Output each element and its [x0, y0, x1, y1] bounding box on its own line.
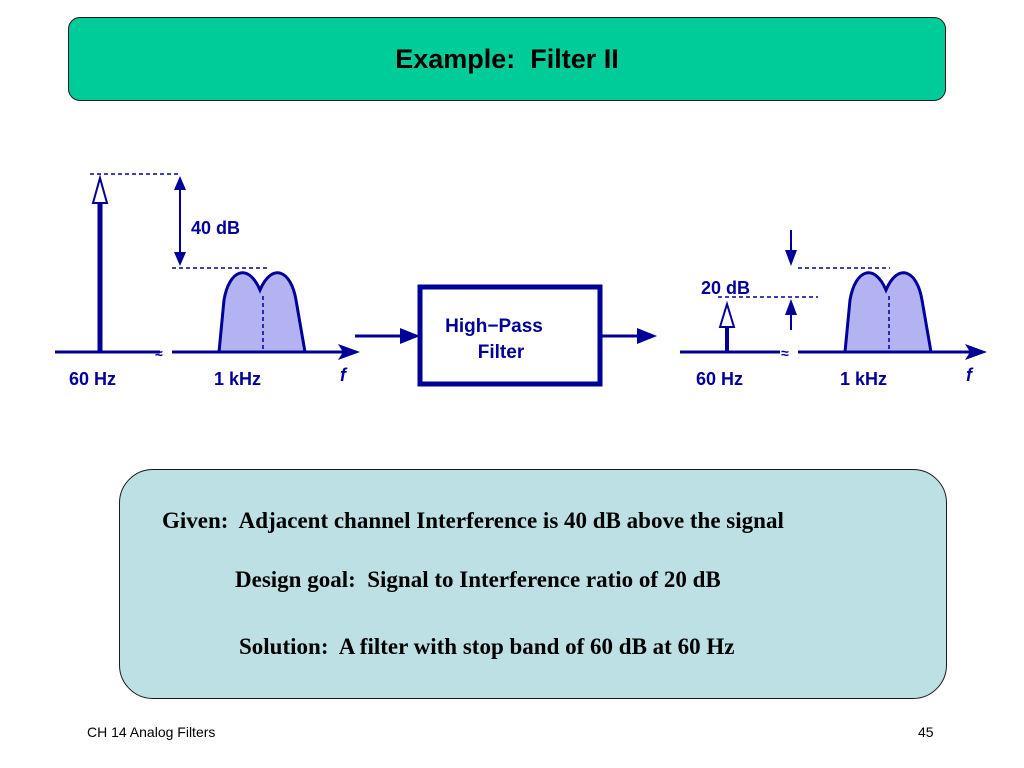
input-spectrum: ≈ 40 dB 60 Hz 1 kHz f	[55, 173, 360, 389]
input-signal-band	[217, 271, 307, 354]
input-60hz-label: 60 Hz	[69, 369, 116, 389]
design-goal-text: Design goal: Signal to Interference rati…	[235, 567, 721, 592]
footer-page-number: 45	[918, 724, 934, 740]
high-pass-filter-box	[417, 284, 603, 387]
title-banner: Example: Filter II	[68, 17, 946, 101]
filter-label-line2: Filter	[478, 342, 525, 363]
filter-output-arrowhead	[637, 328, 657, 344]
input-gap-label: 40 dB	[191, 218, 240, 238]
footer-course-label: CH 14 Analog Filters	[87, 724, 216, 740]
filter-input-arrowhead	[400, 328, 420, 344]
filter-label-line1: High−Pass	[445, 316, 543, 337]
given-text: Given: Adjacent channel Interference is …	[162, 508, 784, 533]
slide-title: Example: Filter II	[395, 43, 619, 74]
filter-diagram: ≈ 40 dB 60 Hz 1 kHz f High−Pass Filter ≈	[55, 173, 987, 389]
output-axis-arrowhead	[965, 344, 987, 360]
output-60hz-label: 60 Hz	[696, 369, 743, 389]
input-axis-arrowhead	[338, 344, 360, 360]
output-1khz-label: 1 kHz	[840, 369, 887, 389]
output-spectrum: ≈ 20 dB 60 Hz 1 kHz f	[680, 230, 987, 389]
output-20db-top-arrowhead	[785, 250, 797, 266]
output-axis-label: f	[966, 365, 974, 385]
residual-interference-arrowhead	[718, 300, 736, 328]
filter-block: High−Pass Filter	[355, 284, 657, 387]
solution-text: Solution: A filter with stop band of 60 …	[239, 634, 735, 659]
output-gap-label: 20 dB	[701, 278, 750, 298]
info-panel: Given: Adjacent channel Interference is …	[119, 469, 947, 699]
output-signal-band	[843, 271, 933, 354]
input-axis-label: f	[340, 365, 348, 385]
output-axis-break: ≈	[781, 345, 789, 361]
input-40db-arrow-down	[174, 252, 186, 266]
interference-tone-arrowhead	[91, 174, 109, 204]
input-40db-arrow-up	[174, 176, 186, 190]
input-1khz-label: 1 kHz	[214, 369, 261, 389]
output-20db-bottom-arrowhead	[785, 299, 797, 315]
input-axis-break: ≈	[155, 345, 163, 361]
